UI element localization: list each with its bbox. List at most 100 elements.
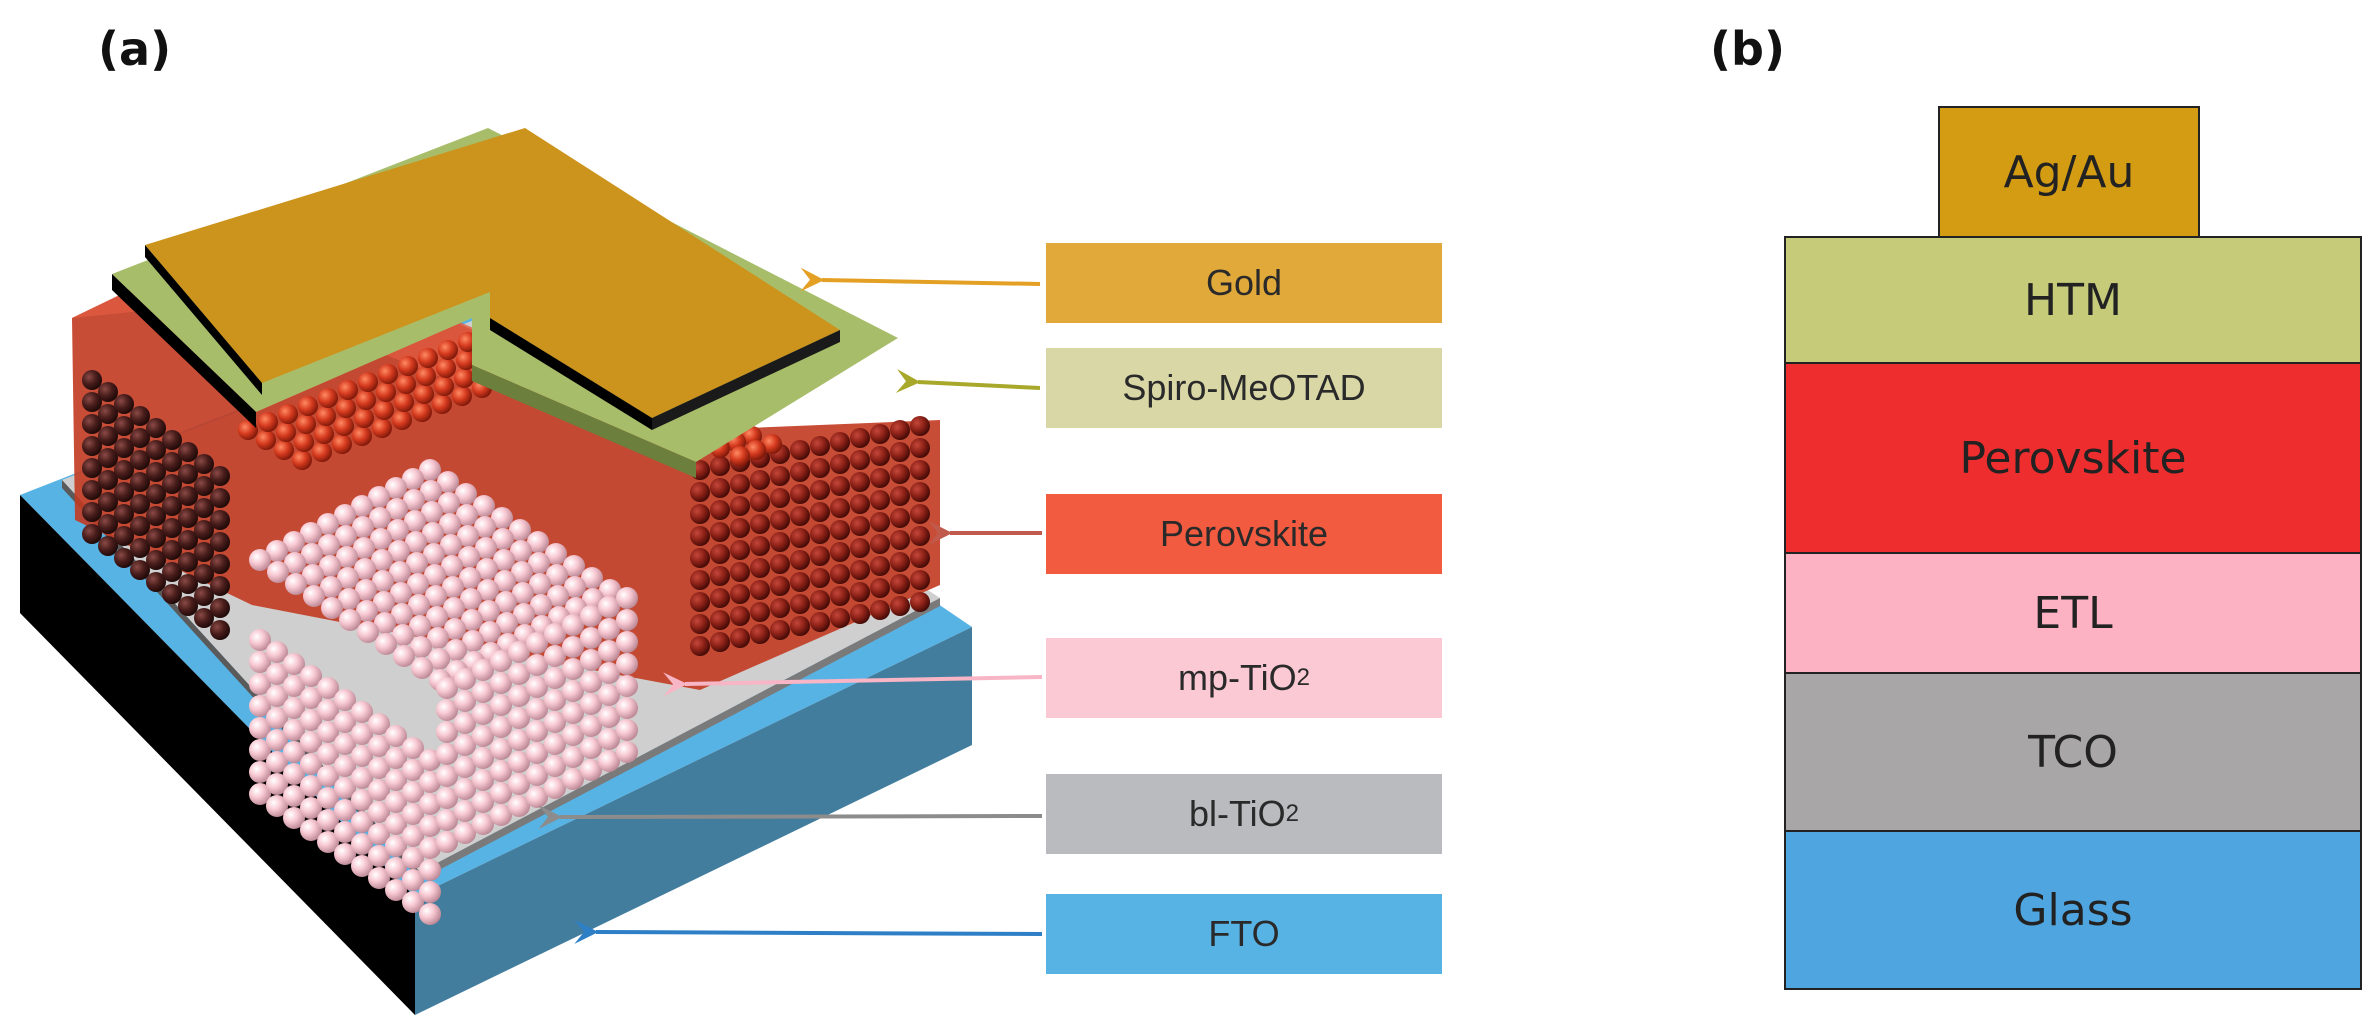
- perovskite-sphere: [452, 386, 472, 406]
- perovskite-sphere: [336, 398, 356, 418]
- solar-cell-3d-diagram: [20, 128, 1043, 1015]
- mp-tio2-sphere: [404, 510, 426, 532]
- perovskite-sphere: [850, 494, 870, 514]
- mp-tio2-sphere: [354, 558, 376, 580]
- perovskite-sphere: [730, 518, 750, 538]
- mp-tio2-sphere: [490, 650, 512, 672]
- legend-perovskite-label: Perovskite: [1159, 513, 1329, 554]
- mp-tio2-sphere: [317, 743, 339, 765]
- perovskite-sphere: [850, 560, 870, 580]
- perovskite-sphere: [790, 528, 810, 548]
- perovskite-sphere: [746, 440, 766, 460]
- perovskite-sphere: [98, 514, 118, 534]
- perovskite-sphere: [162, 496, 182, 516]
- mp-tio2-sphere: [402, 825, 424, 847]
- perovskite-sphere: [730, 562, 750, 582]
- mp-tio2-sphere: [318, 534, 340, 556]
- mp-tio2-sphere: [334, 777, 356, 799]
- perovskite-sphere: [194, 454, 214, 474]
- perovskite-sphere: [710, 632, 730, 652]
- mp-tio2-sphere: [436, 743, 458, 765]
- perovskite-sphere: [82, 480, 102, 500]
- mp-tio2-sphere: [478, 600, 500, 622]
- mp-tio2-sphere: [266, 751, 288, 773]
- mp-tio2-sphere: [391, 603, 413, 625]
- perovskite-sphere: [770, 598, 790, 618]
- mp-tio2-sphere: [402, 869, 424, 891]
- mp-tio2-sphere: [445, 639, 467, 661]
- panel-b-label: (b): [1710, 22, 1785, 76]
- perovskite-sphere: [130, 494, 150, 514]
- perovskite-sphere: [318, 388, 338, 408]
- perovskite-sphere: [194, 498, 214, 518]
- mp-tio2-sphere: [402, 781, 424, 803]
- mp-tio2-sphere: [368, 801, 390, 823]
- stack-glass-label: Glass: [2013, 884, 2133, 936]
- perovskite-sphere: [910, 438, 930, 458]
- perovskite-sphere: [82, 392, 102, 412]
- perovskite-sphere: [278, 404, 298, 424]
- perovskite-sphere: [334, 416, 354, 436]
- mp-tio2-sphere: [562, 724, 584, 746]
- perovskite-sphere: [210, 532, 230, 552]
- mp-tio2-sphere: [402, 737, 424, 759]
- mp-tio2-sphere: [266, 663, 288, 685]
- perovskite-sphere: [98, 470, 118, 490]
- mp-tio2-sphere: [544, 777, 566, 799]
- mp-tio2-sphere: [385, 769, 407, 791]
- perovskite-sphere: [130, 472, 150, 492]
- perovskite-sphere: [82, 436, 102, 456]
- mp-tio2-sphere: [334, 799, 356, 821]
- mp-tio2-sphere: [455, 483, 477, 505]
- perovskite-sphere: [830, 498, 850, 518]
- mp-tio2-sphere: [420, 480, 442, 502]
- perovskite-sphere: [396, 374, 416, 394]
- perovskite-sphere: [312, 442, 332, 462]
- mp-tio2-arrow: [663, 672, 1043, 697]
- perovskite-sphere: [372, 418, 392, 438]
- perovskite-sphere: [830, 520, 850, 540]
- mp-tio2-sphere: [283, 741, 305, 763]
- perovskite-sphere: [114, 526, 134, 546]
- mp-tio2-sphere: [544, 623, 566, 645]
- perovskite-sphere: [790, 616, 810, 636]
- perovskite-sphere: [146, 462, 166, 482]
- perovskite-sphere: [790, 550, 810, 570]
- mp-tio2-sphere: [352, 516, 374, 538]
- perovskite-sphere: [790, 484, 810, 504]
- mp-tio2-sphere: [300, 753, 322, 775]
- fto-arrow: [574, 919, 1043, 944]
- mp-tio2-sphere: [544, 667, 566, 689]
- mp-tio2-sphere: [475, 537, 497, 559]
- perovskite-sphere: [178, 442, 198, 462]
- mp-tio2-sphere: [372, 570, 394, 592]
- perovskite-sphere: [910, 570, 930, 590]
- perovskite-sphere: [710, 522, 730, 542]
- stack-layer-etl: ETL: [1784, 552, 2362, 674]
- mp-tio2-sphere: [334, 821, 356, 843]
- mp-tio2-sphere: [598, 596, 620, 618]
- perovskite-sphere: [850, 428, 870, 448]
- perovskite-sphere: [352, 426, 372, 446]
- perovskite-sphere: [870, 556, 890, 576]
- mp-tio2-sphere: [598, 750, 620, 772]
- mp-tio2-sphere: [283, 531, 305, 553]
- mp-tio2-sphere: [368, 735, 390, 757]
- mp-tio2-sphere: [476, 558, 498, 580]
- perovskite-sphere: [850, 516, 870, 536]
- mp-tio2-sphere: [490, 738, 512, 760]
- mp-tio2-sphere: [508, 663, 530, 685]
- mp-tio2-sphere: [368, 867, 390, 889]
- perovskite-sphere: [358, 372, 378, 392]
- perovskite-sphere: [870, 578, 890, 598]
- perovskite-sphere: [870, 446, 890, 466]
- perovskite-sphere: [690, 482, 710, 502]
- mp-tio2-sphere: [526, 698, 548, 720]
- mp-tio2-sphere: [351, 789, 373, 811]
- mp-tio2-sphere: [508, 729, 530, 751]
- perovskite-sphere: [296, 414, 316, 434]
- mp-tio2-sphere: [436, 809, 458, 831]
- mp-tio2-sphere: [389, 561, 411, 583]
- mp-tio2-sphere: [616, 609, 638, 631]
